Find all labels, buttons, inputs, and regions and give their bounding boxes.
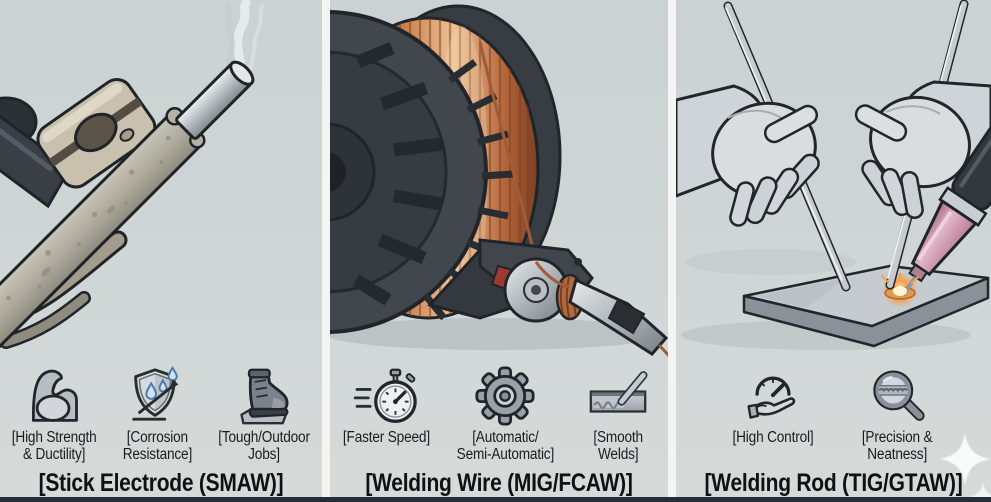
- right-thumb: [854, 104, 908, 142]
- feature-tough-outdoor: [Tough/Outdoor Jobs]: [212, 364, 316, 464]
- panel-title-smaw: [Stick Electrode (SMAW)]: [38, 469, 284, 497]
- wire-spool-scene: [330, 4, 668, 357]
- magnifier-on-weld-icon: [866, 364, 928, 426]
- panel-divider: [668, 0, 676, 502]
- electrode-holder-clamp: [36, 77, 157, 189]
- panel-title-tig: [Welding Rod (TIG/GTAW)]: [704, 469, 963, 497]
- feature-smooth-welds: [Smooth Welds]: [575, 364, 661, 464]
- ceramic-cup: [910, 198, 978, 277]
- spool-front-flange: [330, 10, 514, 334]
- gauge-in-hand-icon: [742, 364, 804, 426]
- tig-welding-illustration: [676, 0, 991, 362]
- spool-shadow: [330, 318, 665, 350]
- panel-divider: [322, 0, 330, 502]
- smooth-weld-bead-icon: [586, 364, 650, 426]
- left-thumb: [763, 104, 819, 144]
- smaw-feature-row: [High Strength & Ductility]: [0, 364, 322, 464]
- weld-seam-in-lens: [879, 384, 909, 396]
- gun-nozzle: [568, 277, 668, 357]
- stopwatch-speed-icon: [353, 364, 421, 426]
- feature-corrosion-resistance: [Corrosion Resistance]: [114, 364, 200, 464]
- feature-automatic: [Automatic/ Semi-Automatic]: [450, 364, 561, 464]
- feature-label: [Corrosion Resistance]: [122, 429, 192, 464]
- metal-plate: [742, 264, 990, 348]
- boot-laces: [254, 379, 268, 398]
- mig-gun-feeder: [427, 238, 668, 357]
- right-fingers: [861, 159, 924, 220]
- feature-label: [Smooth Welds]: [593, 429, 643, 464]
- tig-welding-scene: [676, 0, 991, 350]
- panel-welding-rod-tig: [High Control]: [676, 0, 991, 502]
- sparkle-icon: [939, 433, 991, 485]
- gear-icon: [475, 364, 535, 426]
- feature-label: [High Strength & Ductility]: [11, 429, 97, 464]
- tig-feature-row: [High Control]: [676, 364, 991, 464]
- tig-torch: [901, 122, 991, 297]
- speed-lines: [353, 388, 372, 408]
- flux-texture: [5, 135, 171, 301]
- stick-electrode-scene: [0, 0, 264, 355]
- feature-faster-speed: [Faster Speed]: [337, 364, 436, 446]
- feeding-wire-strand: [478, 41, 538, 263]
- feature-high-control: [High Control]: [727, 364, 819, 446]
- arc-sparks: [881, 273, 919, 296]
- corrosion-shield-icon: [126, 364, 188, 426]
- left-fingers: [729, 153, 820, 227]
- weld-ripples: [593, 401, 623, 409]
- flexed-bicep-icon: [24, 364, 84, 426]
- feature-label: [Precision & Neatness]: [862, 429, 933, 464]
- feature-label: [Faster Speed]: [342, 429, 431, 446]
- wire-spool-illustration: [330, 0, 668, 362]
- improvement-arrow: [132, 379, 179, 421]
- feature-label: [Automatic/ Semi-Automatic]: [456, 429, 555, 464]
- electrode-tip-end: [229, 60, 255, 86]
- panel-stick-electrode-smaw: [High Strength & Ductility]: [0, 0, 322, 502]
- open-hand: [746, 397, 795, 419]
- work-boot-icon: [233, 364, 295, 426]
- left-gloved-hand: [676, 84, 820, 227]
- flange-spokes: [352, 41, 444, 306]
- panel-welding-wire-mig: [Faster Speed]: [330, 0, 668, 502]
- feature-precision: [Precision & Neatness]: [854, 364, 940, 464]
- feature-high-strength: [High Strength & Ductility]: [6, 364, 102, 464]
- bottom-edge-bar: [0, 497, 991, 502]
- hand-shadow: [686, 249, 856, 275]
- feature-label: [High Control]: [732, 429, 813, 446]
- mig-feature-row: [Faster Speed]: [330, 364, 668, 464]
- stick-electrode-illustration: [0, 0, 322, 362]
- panel-title-mig: [Welding Wire (MIG/FCAW)]: [365, 469, 633, 497]
- stick-electrode-rod: [0, 60, 255, 355]
- feature-label: [Tough/Outdoor Jobs]: [218, 429, 310, 464]
